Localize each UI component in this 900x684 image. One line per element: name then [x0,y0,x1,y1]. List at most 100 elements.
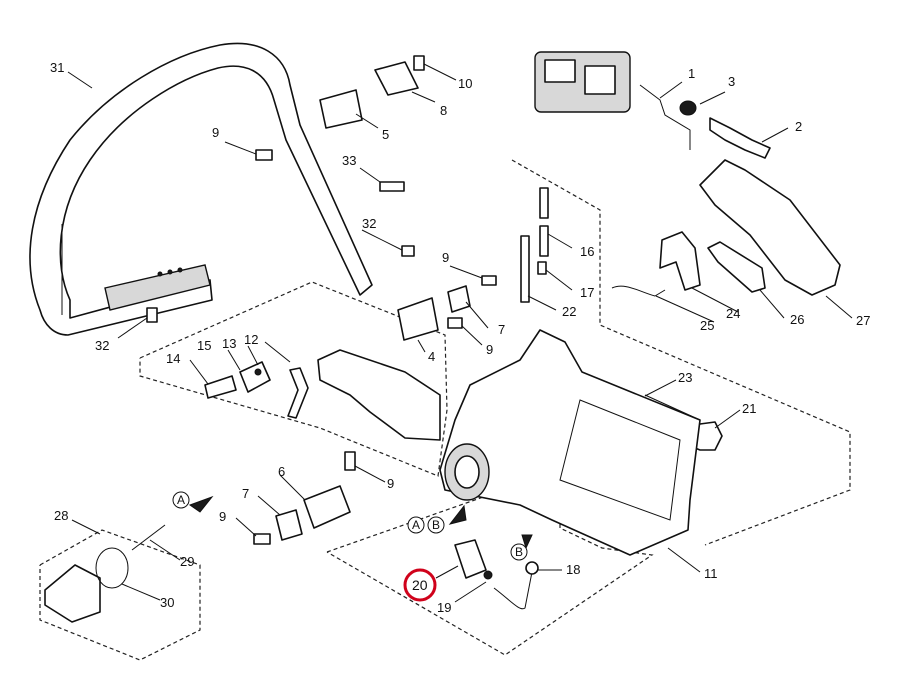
bolt-10 [413,55,425,71]
throttle-trigger [659,231,701,291]
label-31: 31 [50,60,64,75]
highlight-ring-part-20 [403,568,437,602]
callout-circle-a1 [172,491,190,509]
label-4: 4 [428,349,435,364]
label-13: 13 [222,336,236,351]
bolt-32-left [146,307,158,323]
label-7a: 7 [498,322,505,337]
label-28: 28 [54,508,68,523]
label-24: 24 [726,306,740,321]
bolt-22 [520,235,530,303]
oil-cap-28 [44,564,101,623]
bolt-33 [379,181,405,192]
label-14: 14 [166,351,180,366]
front-handle-bar [29,42,373,336]
label-32a: 32 [95,338,109,353]
label-27: 27 [856,313,870,328]
callout-circle-b1 [427,516,445,534]
callout-circle-a2 [407,516,425,534]
spring-4 [397,297,439,341]
label-21: 21 [742,401,756,416]
housing-channel [559,399,681,521]
callout-b1: B [432,518,440,532]
interlock-lever [707,241,766,293]
damper-8 [374,61,419,96]
label-10: 10 [458,76,472,91]
label-18: 18 [566,562,580,577]
trigger-spring [611,285,666,297]
top-cover [699,159,841,296]
spring-5 [319,89,363,129]
label-23: 23 [678,370,692,385]
label-6: 6 [278,464,285,479]
plate-hole [177,267,183,273]
bolt-9-b [481,275,497,286]
bolt-32-top [401,245,415,257]
label-33: 33 [342,153,356,168]
label-20: 20 [412,577,428,593]
leader-lines [67,63,853,603]
label-16: 16 [580,244,594,259]
label-9c: 9 [486,342,493,357]
carburetor-body [544,59,576,83]
group-outline-handle-mounts [139,281,448,477]
label-30: 30 [160,595,174,610]
callout-arrow-ab [448,504,467,525]
hose-grommet [525,561,539,575]
label-1: 1 [688,66,695,81]
pin-29 [131,524,166,551]
pin-16b [539,225,549,257]
label-25: 25 [700,318,714,333]
carburetor-body [584,65,616,95]
callout-b2: B [515,545,523,559]
grommet [679,100,697,116]
throttle-rod [639,84,691,150]
bolt-9-top [255,149,273,161]
label-11: 11 [704,566,718,581]
label-17: 17 [580,285,594,300]
shaft-14 [204,375,237,399]
oil-filter-20 [454,539,487,579]
label-12: 12 [244,332,258,347]
main-housing [439,329,701,556]
label-9b: 9 [442,250,449,265]
housing-outlet-inner [454,455,480,489]
plate-hole [167,269,173,275]
damper-7-bottom [275,509,303,541]
label-5: 5 [382,127,389,142]
label-32b: 32 [362,216,376,231]
callout-a2: A [412,518,420,532]
label-2: 2 [795,119,802,134]
o-ring-30 [95,547,129,589]
group-outline-inset [39,529,201,661]
callout-a1: A [177,493,185,507]
clamp-19 [483,570,493,580]
plate-hole [157,271,163,277]
label-19: 19 [437,600,451,615]
choke-lever [709,117,771,159]
plug-13-center [254,368,262,376]
callout-circle-b2 [510,543,528,561]
label-22: 22 [562,304,576,319]
callout-arrow-b2 [521,534,533,550]
spring-6 [303,485,351,529]
label-7b: 7 [242,486,249,501]
label-15: 15 [197,338,211,353]
bolt-9-e [344,451,356,471]
spring-17 [537,261,547,275]
label-9a: 9 [212,125,219,140]
label-9d: 9 [387,476,394,491]
pin-16 [539,187,549,219]
bolt-9-d [253,533,271,545]
bolt-9-c [447,317,463,329]
oil-hose-18 [493,571,533,610]
callout-arrow-a1 [188,495,214,513]
rear-mount-bracket [317,349,441,441]
label-3: 3 [728,74,735,89]
label-26: 26 [790,312,804,327]
group-outline-right-assembly [511,159,851,546]
plug-13 [239,361,271,393]
label-9e: 9 [219,509,226,524]
